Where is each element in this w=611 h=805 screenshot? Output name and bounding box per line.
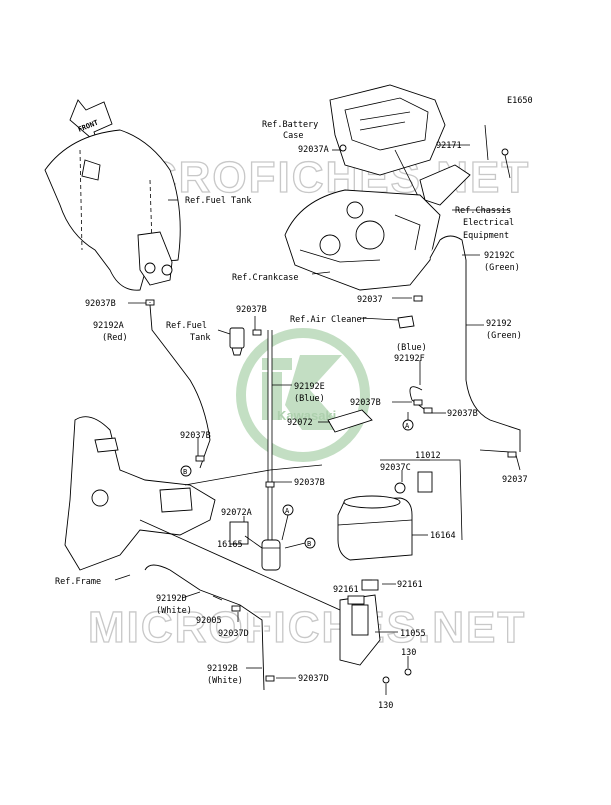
callout-B-left: B [180, 465, 192, 477]
label-92037B-e: 92037B [180, 431, 211, 441]
label-ref-crankcase: Ref.Crankcase [232, 273, 299, 283]
label-92192F-2: 92192F [394, 354, 425, 364]
label-11012: 11012 [415, 451, 441, 461]
air-cleaner-fitting [397, 315, 415, 329]
label-92192-2: (Green) [486, 331, 522, 341]
label-ref-battery-case-1: Ref.Battery [262, 120, 318, 130]
hose-92192-green [429, 235, 521, 452]
label-92037A: 92037A [298, 145, 329, 155]
svg-text:B: B [307, 540, 311, 548]
label-92161-a: 92161 [333, 585, 359, 595]
hose-92192A-red [149, 304, 211, 469]
label-92072: 92072 [287, 418, 313, 428]
label-92192B-1: 92192B [207, 664, 238, 674]
callout-B-bottom: B [304, 537, 316, 549]
label-11055: 11055 [400, 629, 426, 639]
label-92192-1: 92192 [486, 319, 512, 329]
label-92037-a: 92037 [357, 295, 383, 305]
label-92192B-2: (White) [207, 676, 243, 686]
fuel-tank-drawing [44, 129, 181, 291]
label-92192A-2: (Red) [102, 333, 128, 343]
clamps [145, 295, 517, 684]
label-92005: 92005 [196, 616, 222, 626]
diagram-code: E1650 [507, 96, 533, 106]
label-92072A: 92072A [221, 508, 252, 518]
hose-92192D-white [144, 564, 265, 691]
label-92192D-1: 92192D [156, 594, 187, 604]
label-92192C-2: (Green) [484, 263, 520, 273]
label-ref-fuel-1: Ref.Fuel [166, 321, 207, 331]
label-92037D-a: 92037D [218, 629, 249, 639]
label-92037B-b: 92037B [236, 305, 267, 315]
label-92037B-f: 92037B [294, 478, 325, 488]
hose-92192E-blue [267, 330, 273, 560]
label-92037D-b: 92037D [298, 674, 329, 684]
bracket-11055 [339, 579, 381, 666]
label-ref-fuel-2: Tank [190, 333, 210, 343]
label-92037B-a: 92037B [85, 299, 116, 309]
label-ref-fuel-tank: Ref.Fuel Tank [185, 196, 252, 206]
label-16165: 16165 [217, 540, 243, 550]
watermark-bottom: MICROFICHES.NET [88, 603, 526, 652]
svg-text:A: A [405, 422, 410, 430]
label-92192D-2: (White) [156, 606, 192, 616]
label-ref-air-cleaner: Ref.Air Cleaner [290, 315, 367, 325]
canister-16164 [337, 471, 433, 561]
label-ref-frame: Ref.Frame [55, 577, 101, 587]
fuel-filter-16165 [261, 539, 281, 571]
label-92037C: 92037C [380, 463, 411, 473]
band-92072 [327, 409, 373, 433]
battery-case-drawing [329, 84, 446, 216]
kawasaki-logo-text: Kawasaki [277, 408, 336, 423]
callout-A-top: A [402, 419, 414, 431]
label-92161-b: 92161 [397, 580, 423, 590]
label-ref-chassis-3: Equipment [463, 231, 509, 241]
svg-text:B: B [183, 468, 187, 476]
front-arrow-icon: FRONT [69, 99, 113, 146]
label-92192E-1: 92192E [294, 382, 325, 392]
label-ref-chassis-2: Electrical [463, 218, 514, 228]
label-92192A-1: 92192A [93, 321, 124, 331]
band-92072A [229, 521, 249, 545]
label-92192F-1: (Blue) [396, 343, 427, 353]
label-92171: 92171 [436, 141, 462, 151]
label-130-a: 130 [401, 648, 416, 658]
label-130-b: 130 [378, 701, 393, 711]
kawasaki-logo: Kawasaki [236, 328, 370, 462]
label-92037B-d: 92037B [447, 409, 478, 419]
callout-A-bottom: A [282, 504, 294, 516]
frame-drawing [64, 416, 216, 571]
crankcase-drawing [284, 189, 441, 291]
fuel-tank-fitting [229, 327, 245, 356]
svg-text:A: A [285, 507, 290, 515]
label-16164: 16164 [430, 531, 456, 541]
hose-92192F [409, 386, 429, 413]
label-92037-b: 92037 [502, 475, 528, 485]
chassis-clip-drawing [339, 124, 511, 206]
label-ref-chassis-1: Ref.Chassis [455, 206, 511, 216]
leader-lines [114, 144, 521, 695]
label-ref-battery-case-2: Case [283, 131, 303, 141]
label-92037B-c: 92037B [350, 398, 381, 408]
label-92192C-1: 92192C [484, 251, 515, 261]
label-92192E-2: (Blue) [294, 394, 325, 404]
